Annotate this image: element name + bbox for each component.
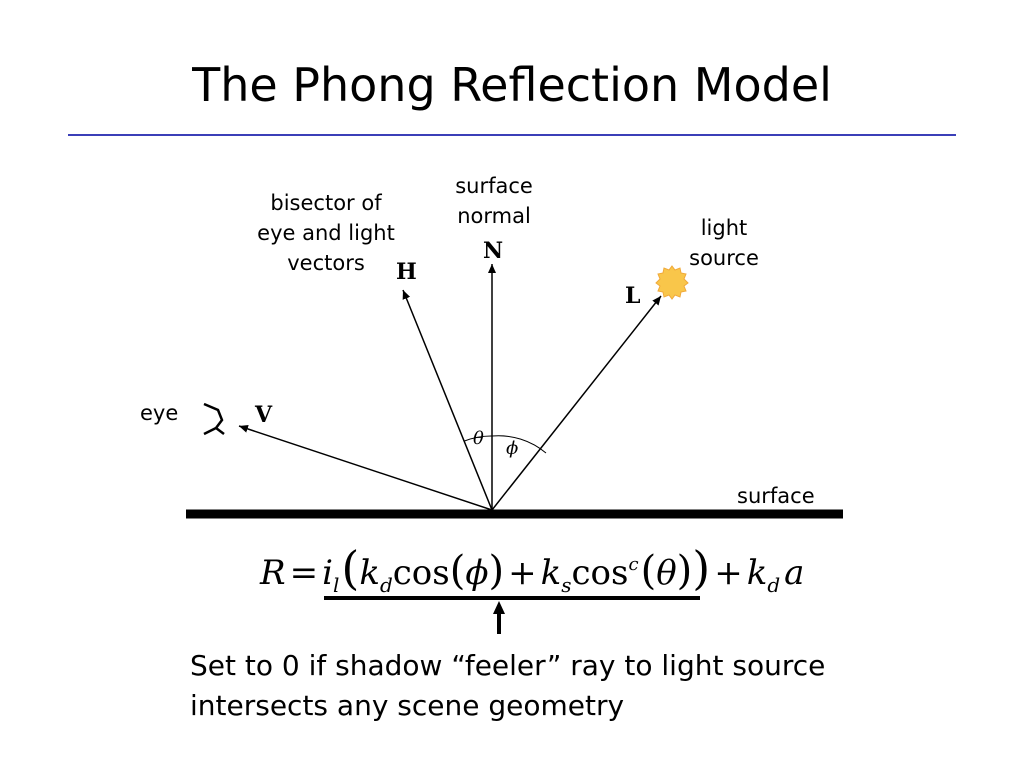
vector-label-H: H [396, 259, 417, 285]
eq-i: i [322, 553, 333, 593]
eq-k-d: k [359, 553, 380, 593]
eq-plus-1: + [508, 553, 537, 593]
eq-cos-1: cos [392, 553, 450, 593]
title-underline [68, 134, 956, 136]
light-label: light source [689, 216, 759, 270]
sun-icon [655, 265, 689, 300]
phi-arc [491, 435, 547, 454]
bisector-label: bisector of eye and light vectors [257, 191, 395, 275]
eq-paren-close-1: ) [488, 548, 505, 594]
eq-exponent-c: c [628, 554, 639, 575]
eq-k-d-2-sub: d [767, 573, 781, 597]
vector-label-V: V [255, 402, 273, 428]
page-title: The Phong Reflection Model [192, 58, 832, 112]
angle-theta-label: θ [473, 428, 484, 449]
eq-paren-open-1: ( [449, 548, 466, 594]
eq-paren-open-outer: ( [341, 541, 360, 595]
light-vector [491, 295, 662, 511]
eye-label: eye [140, 401, 179, 425]
eq-cos-2: cos [571, 553, 629, 593]
angle-phi-label: ϕ [506, 438, 519, 459]
eq-phi: ϕ [465, 553, 489, 593]
eq-paren-open-2: ( [640, 548, 657, 594]
eq-R: R [260, 553, 286, 593]
eq-i-sub: l [332, 573, 340, 597]
eq-equals: = [289, 553, 319, 593]
eye-icon [203, 402, 225, 436]
eq-k-d-sub: d [379, 573, 393, 597]
bisector-vector [402, 289, 493, 511]
eq-k-d-2: k [746, 553, 768, 593]
eq-theta: θ [656, 553, 677, 593]
eq-k-s-sub: s [561, 573, 572, 597]
pointer-arrow-head [493, 601, 505, 614]
eq-plus-2: + [714, 553, 743, 593]
vector-label-L: L [625, 283, 641, 309]
theta-arc [464, 435, 493, 442]
surface-label: surface [737, 484, 815, 508]
vector-label-N: N [483, 238, 504, 264]
normal-label: surface normal [455, 174, 533, 228]
eq-paren-close-outer: ) [692, 541, 711, 595]
eq-a: a [784, 553, 805, 593]
eye-vector [238, 425, 493, 511]
eq-paren-close-2: ) [676, 548, 693, 594]
shadow-note: Set to 0 if shadow “feeler” ray to light… [190, 649, 826, 722]
eq-k-s: k [540, 553, 562, 593]
